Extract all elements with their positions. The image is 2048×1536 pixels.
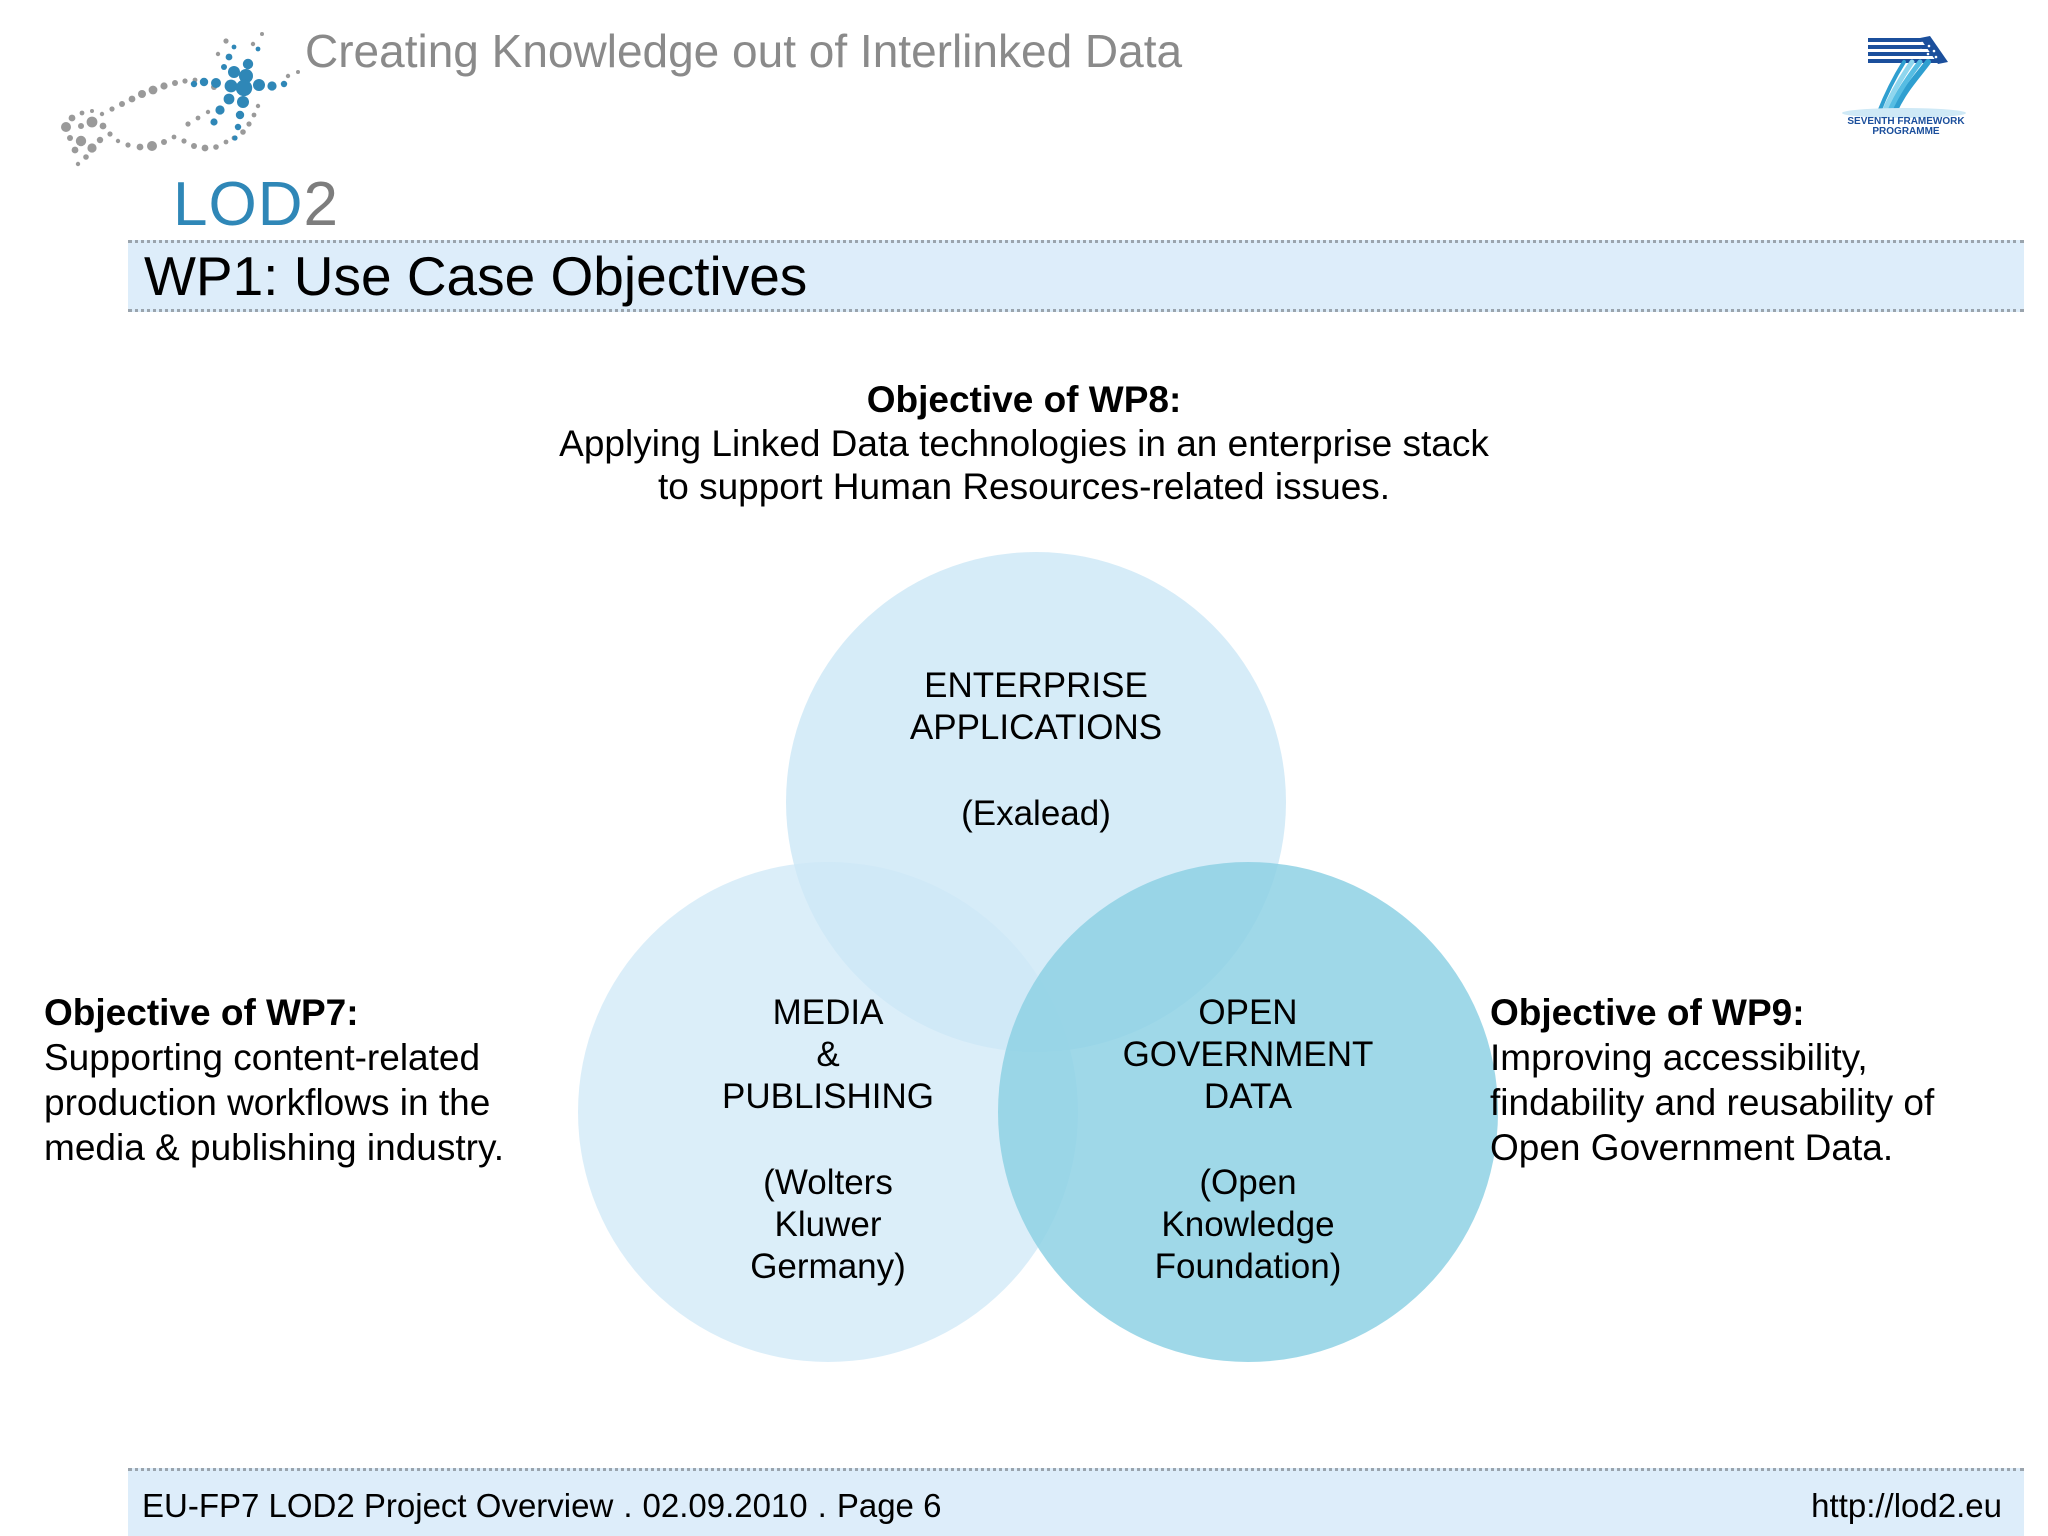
objective-wp8: Objective of WP8: Applying Linked Data t…: [0, 378, 2048, 509]
venn-label-open-government-data: OPEN GOVERNMENT DATA (Open Knowledge Fou…: [998, 992, 1498, 1288]
venn-circle-open-government-data: [998, 862, 1498, 1362]
venn-ogd-title-line2: GOVERNMENT: [1122, 1035, 1374, 1074]
slide-header: LOD2 Creating Knowledge out of Interlink…: [0, 0, 2048, 236]
objective-wp7-line1: Supporting content-related: [44, 1037, 481, 1079]
venn-enterprise-title-line2: APPLICATIONS: [909, 708, 1163, 747]
objective-wp7-line2: production workflows in the: [44, 1082, 491, 1124]
venn-media-title-line1: MEDIA: [772, 993, 884, 1032]
page-title: WP1: Use Case Objectives: [144, 245, 808, 307]
objective-wp9-line3: Open Government Data.: [1490, 1127, 1894, 1169]
lod2-wordmark-secondary: 2: [303, 170, 339, 239]
lod2-wordmark-primary: LOD: [173, 170, 304, 239]
venn-media-title-line2: &: [816, 1035, 840, 1074]
venn-media-title-line3: PUBLISHING: [722, 1077, 934, 1116]
footer-page-number: Page 6: [836, 1487, 942, 1524]
venn-ogd-subtitle-line1: (Open: [1199, 1162, 1297, 1202]
footer-separator-1: .: [623, 1487, 633, 1524]
venn-media-subtitle-line1: (Wolters: [763, 1162, 893, 1202]
objective-wp7-heading: Objective of WP7:: [44, 992, 359, 1033]
objective-wp9-heading: Objective of WP9:: [1490, 992, 1805, 1033]
objective-wp8-line1: Applying Linked Data technologies in an …: [559, 422, 1489, 464]
venn-enterprise-subtitle: (Exalead): [961, 793, 1111, 833]
lod2-logo: LOD2: [48, 14, 338, 236]
objective-wp9-line1: Improving accessibility,: [1490, 1037, 1868, 1079]
objective-wp8-heading: Objective of WP8:: [866, 379, 1182, 420]
venn-media-subtitle-line3: Germany): [750, 1246, 906, 1286]
objective-wp8-line2: to support Human Resources-related issue…: [657, 466, 1391, 508]
tagline: Creating Knowledge out of Interlinked Da…: [305, 25, 1183, 77]
venn-ogd-subtitle-line2: Knowledge: [1161, 1204, 1335, 1244]
fp7-seventh-framework-logo: SEVENTH FRAMEWORK PROGRAMME: [1842, 36, 1966, 136]
venn-media-subtitle-line2: Kluwer: [774, 1204, 882, 1244]
slide-title-bar: WP1: Use Case Objectives: [128, 240, 2024, 312]
venn-label-enterprise-applications: ENTERPRISE APPLICATIONS (Exalead): [786, 665, 1286, 835]
venn-label-media-publishing: MEDIA & PUBLISHING (Wolters Kluwer Germa…: [578, 992, 1078, 1288]
objective-wp9: Objective of WP9: Improving accessibilit…: [1490, 990, 2030, 1171]
footer-separator-2: .: [817, 1487, 827, 1524]
footer-left: EU-FP7 LOD2 Project Overview.02.09.2010.…: [142, 1487, 941, 1525]
fp7-line2: PROGRAMME: [1872, 126, 1940, 136]
slide-footer: EU-FP7 LOD2 Project Overview.02.09.2010.…: [128, 1468, 2024, 1536]
lod2-network-icon: [61, 32, 300, 167]
lod2-wordmark: LOD2: [173, 174, 339, 236]
venn-ogd-title-line3: DATA: [1203, 1077, 1293, 1116]
footer-date: 02.09.2010: [642, 1487, 808, 1524]
footer-project: EU-FP7 LOD2 Project Overview: [142, 1487, 614, 1524]
objective-wp7: Objective of WP7: Supporting content-rel…: [44, 990, 584, 1171]
footer-url[interactable]: http://lod2.eu: [1811, 1487, 2002, 1524]
objective-wp9-line2: findability and reusability of: [1490, 1082, 1935, 1124]
venn-diagram: ENTERPRISE APPLICATIONS (Exalead) MEDIA …: [548, 552, 1508, 1412]
venn-enterprise-title-line1: ENTERPRISE: [924, 666, 1148, 705]
objective-wp7-line3: media & publishing industry.: [44, 1127, 505, 1169]
venn-circle-media-publishing: [578, 862, 1078, 1362]
fp7-line1: SEVENTH FRAMEWORK: [1847, 116, 1965, 127]
venn-ogd-title-line1: OPEN: [1198, 993, 1298, 1032]
venn-ogd-subtitle-line3: Foundation): [1154, 1246, 1342, 1286]
